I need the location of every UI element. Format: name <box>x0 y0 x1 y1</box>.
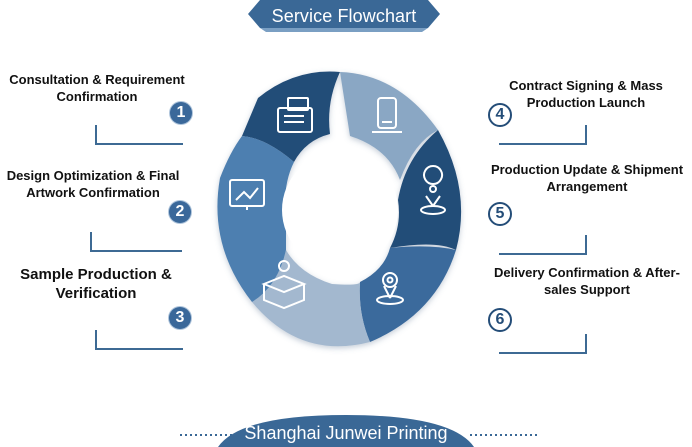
order-form-icon <box>277 97 313 133</box>
step-3-badge: 3 <box>169 307 191 329</box>
step-5-label: Production Update & Shipment Arrangement <box>490 162 684 194</box>
location-pin-icon <box>420 165 446 215</box>
page-title: Service Flowchart <box>271 5 417 26</box>
banner-shape <box>248 0 440 32</box>
cycle-segment-4 <box>359 246 456 342</box>
cycle-segment-5 <box>252 250 370 347</box>
step-2-connector <box>90 232 182 252</box>
company-name: Shanghai Junwei Printing <box>244 423 448 443</box>
phone-device-icon <box>372 97 402 133</box>
step-6-label: Delivery Confirmation & After- sales Sup… <box>494 265 680 297</box>
package-box-icon <box>261 260 307 310</box>
step-3-label: Sample Production & Verification <box>20 266 172 302</box>
footer-banner: Shanghai Junwei Printing <box>0 413 692 447</box>
cycle-segment-6 <box>217 136 294 302</box>
title-banner: Service Flowchart <box>248 0 440 32</box>
step-1-label: Consultation & Requirement Confirmation <box>9 72 185 104</box>
step-6-badge: 6 <box>488 308 512 332</box>
step-6-connector <box>499 334 587 354</box>
step-3-connector <box>95 330 183 350</box>
step-1-connector <box>95 125 183 145</box>
monitor-chart-icon <box>229 179 265 210</box>
step-2-label: Design Optimization & Final Artwork Conf… <box>6 168 180 200</box>
step-4-badge: 4 <box>488 103 512 127</box>
cycle-center <box>282 152 398 268</box>
step-2-badge: 2 <box>169 201 191 223</box>
cycle-segment-3 <box>390 130 462 250</box>
process-cycle <box>200 60 470 360</box>
step-4-connector <box>499 125 587 145</box>
step-5-connector <box>499 235 587 255</box>
cycle-segment-2 <box>340 72 438 180</box>
footer-shape <box>180 415 540 447</box>
location-pin-icon <box>376 272 404 305</box>
step-1-badge: 1 <box>170 102 192 124</box>
step-4-label: Contract Signing & Mass Production Launc… <box>509 78 663 110</box>
step-5-badge: 5 <box>488 202 512 226</box>
